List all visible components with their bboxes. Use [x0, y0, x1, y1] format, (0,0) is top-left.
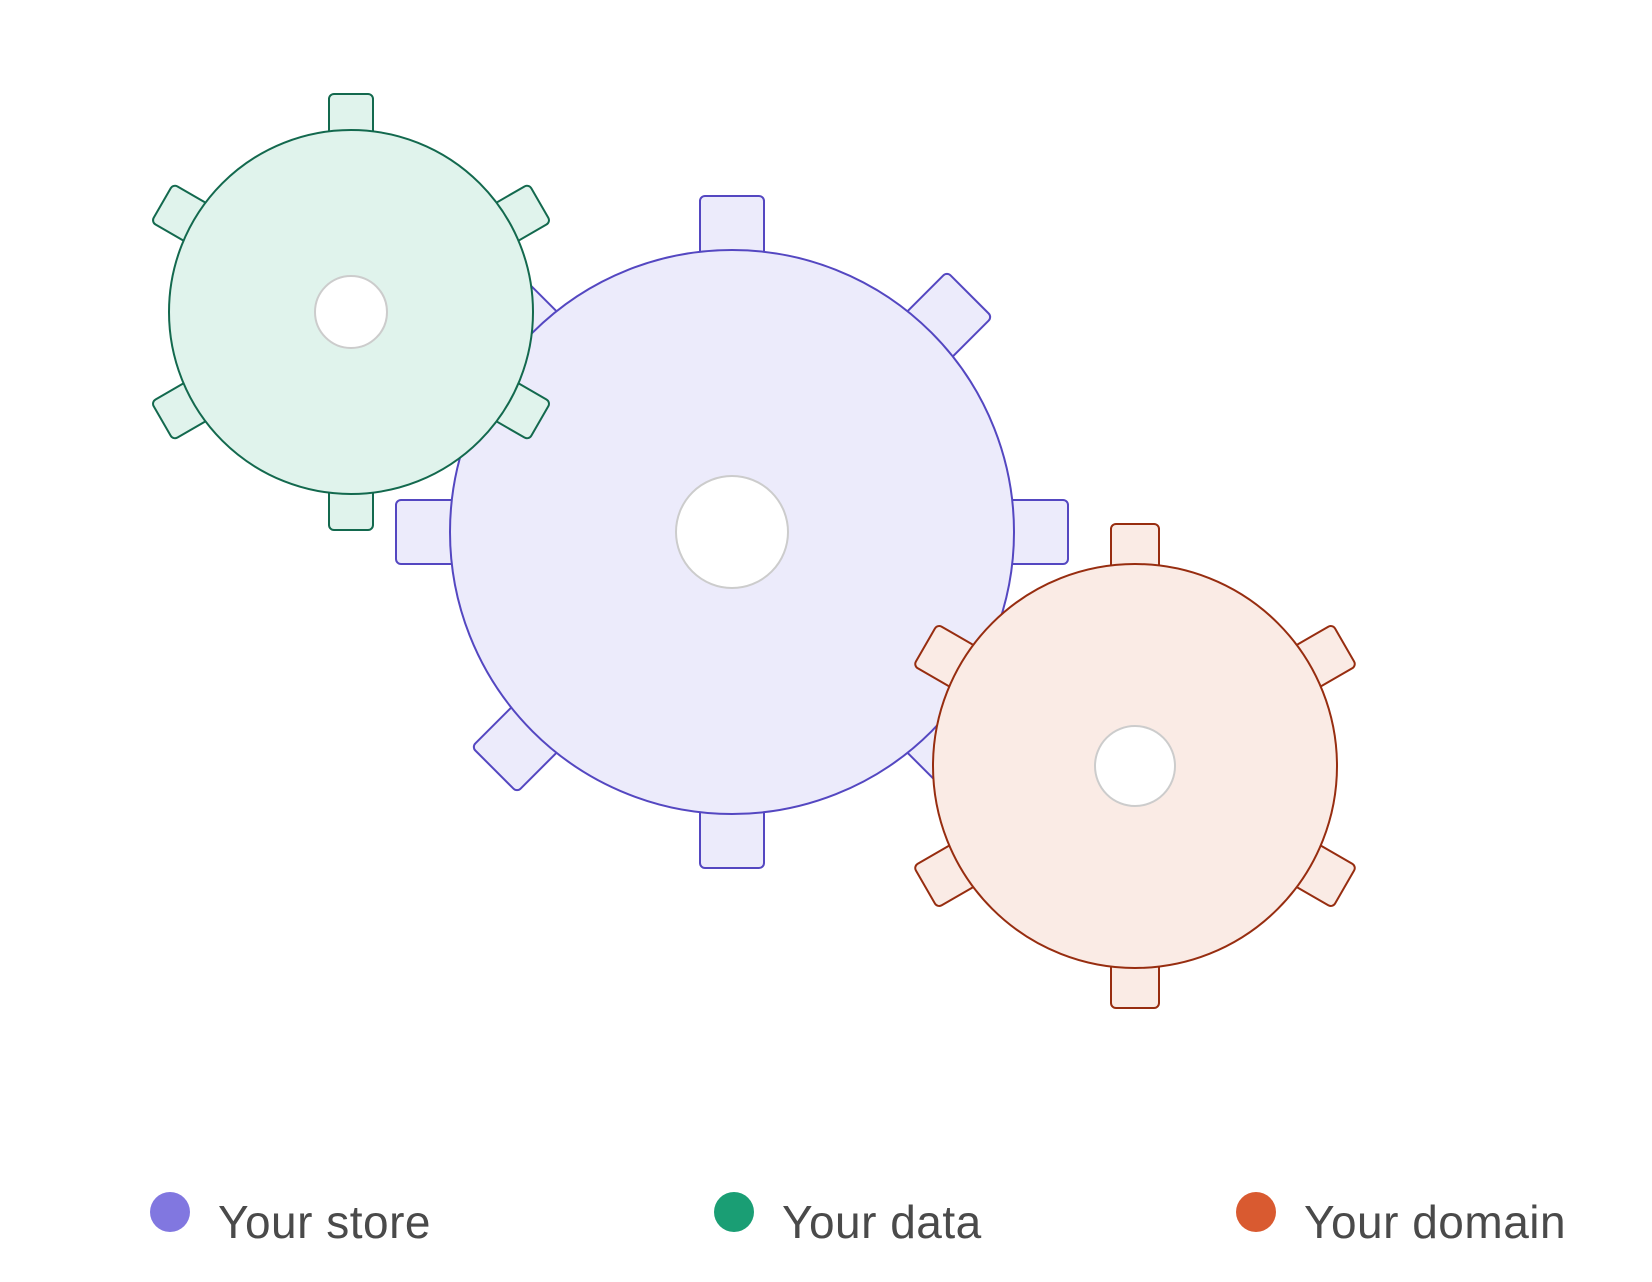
legend-label-data: Your data [782, 1196, 982, 1248]
legend-dot-data [714, 1192, 754, 1232]
legend-label-domain: Your domain [1304, 1196, 1567, 1248]
store-gear-hole [675, 475, 789, 589]
domain-gear [914, 523, 1356, 1009]
domain-gear-hole [1094, 725, 1176, 807]
data-gear-hole [314, 275, 388, 349]
legend-dot-domain [1236, 1192, 1276, 1232]
data-gear [152, 93, 550, 531]
legend-label-store: Your store [218, 1196, 431, 1248]
store-gear [395, 195, 1069, 869]
legend-dot-store [150, 1192, 190, 1232]
